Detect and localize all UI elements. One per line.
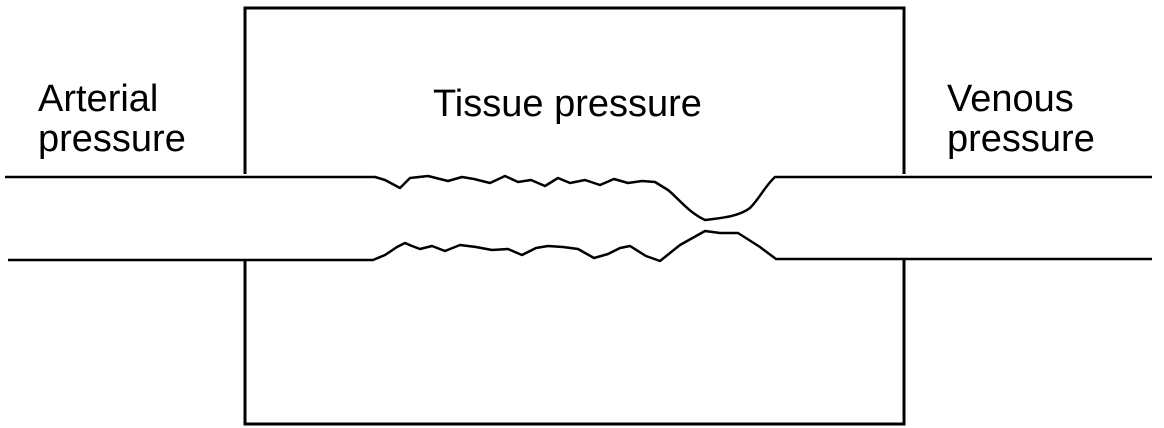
tissue-pressure-label: Tissue pressure bbox=[433, 84, 702, 124]
venous-label-line-1: Venous bbox=[947, 79, 1095, 119]
tissue-chamber bbox=[245, 8, 904, 424]
venous-pressure-label: Venous pressure bbox=[947, 79, 1095, 159]
venous-label-line-2: pressure bbox=[947, 119, 1095, 159]
chamber-lower-wall bbox=[245, 260, 904, 424]
tissue-label-text: Tissue pressure bbox=[433, 84, 702, 124]
arterial-label-line-1: Arterial bbox=[38, 79, 186, 119]
vessel-lower-wall bbox=[8, 231, 1152, 261]
vessel-upper-wall bbox=[5, 176, 1152, 220]
arterial-label-line-2: pressure bbox=[38, 119, 186, 159]
arterial-pressure-label: Arterial pressure bbox=[38, 79, 186, 159]
